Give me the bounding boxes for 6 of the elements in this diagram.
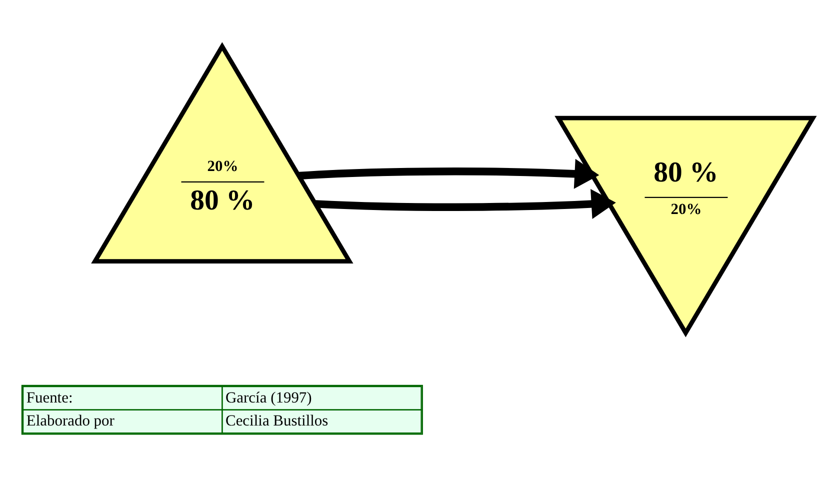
arrow (298, 158, 600, 189)
label: García (1997) (226, 389, 312, 406)
label: Cecilia Bustillos (226, 412, 328, 430)
arrow (315, 188, 616, 220)
label: Fuente: (26, 389, 73, 406)
label: Elaborado por (26, 412, 114, 430)
